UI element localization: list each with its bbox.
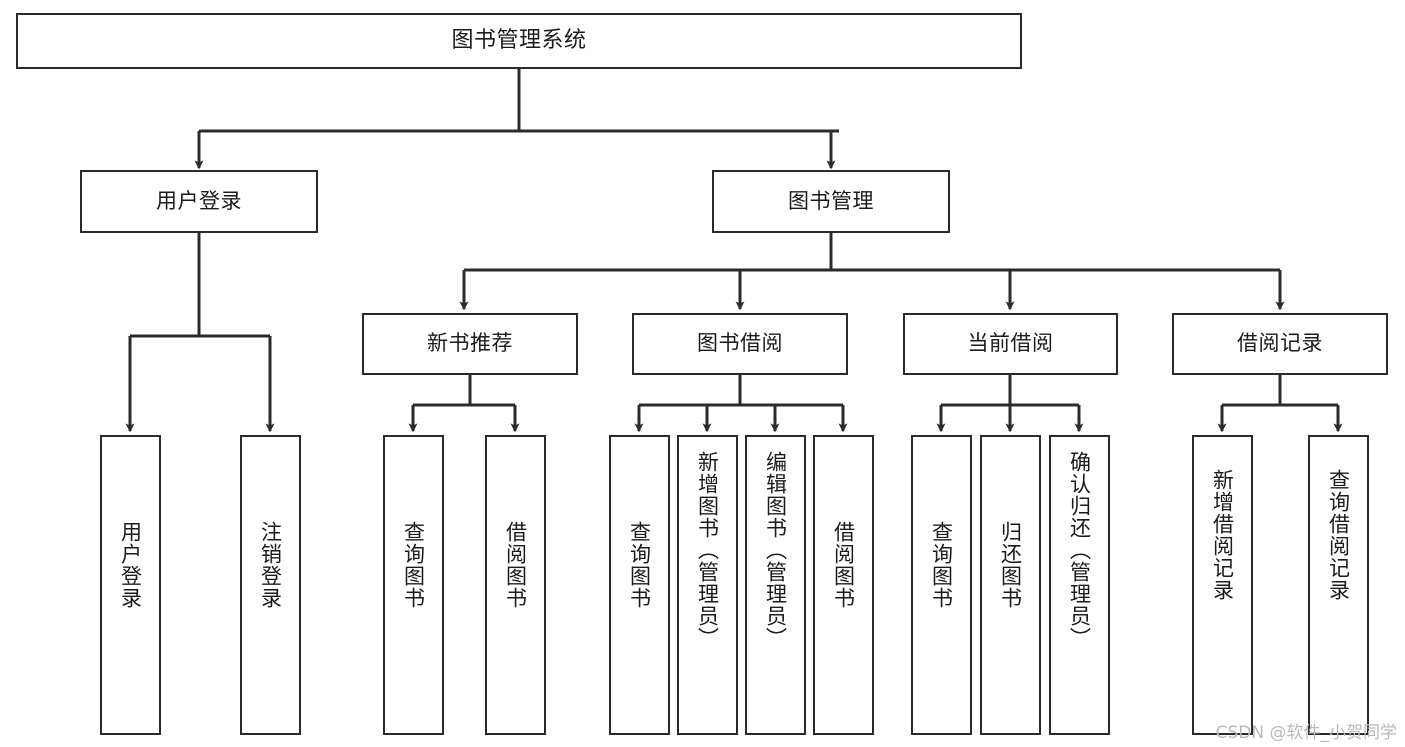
node-label: 当前借阅 [967, 331, 1054, 356]
leaf-user-login[interactable]: 用户登录 [100, 435, 161, 735]
leaf-borrow-book-recommend[interactable]: 借阅图书 [485, 435, 546, 735]
node-book-borrow[interactable]: 图书借阅 [632, 313, 848, 375]
leaf-logout-login[interactable]: 注销登录 [240, 435, 301, 735]
node-label: 图书管理系统 [451, 27, 587, 53]
node-label: 查询图书 [929, 521, 954, 609]
node-label: 借阅图书 [831, 521, 856, 609]
leaf-query-book-borrow[interactable]: 查询图书 [609, 435, 670, 735]
node-label: 借阅图书 [503, 521, 528, 609]
leaf-return-book[interactable]: 归还图书 [980, 435, 1041, 735]
leaf-borrow-book-borrow[interactable]: 借阅图书 [813, 435, 874, 735]
leaf-query-book-current[interactable]: 查询图书 [911, 435, 972, 735]
leaf-add-borrow-record[interactable]: 新增借阅记录 [1192, 435, 1253, 735]
node-label: 确认归还（管理员） [1067, 451, 1092, 649]
node-label: 新增借阅记录 [1210, 469, 1235, 601]
node-book-manage[interactable]: 图书管理 [712, 170, 950, 233]
leaf-confirm-return-admin[interactable]: 确认归还（管理员） [1049, 435, 1110, 735]
leaf-add-book-admin[interactable]: 新增图书（管理员） [677, 435, 738, 735]
node-label: 图书借阅 [697, 331, 783, 356]
node-user-login[interactable]: 用户登录 [80, 170, 318, 233]
node-current-borrow[interactable]: 当前借阅 [903, 313, 1118, 375]
node-label: 用户登录 [118, 521, 143, 609]
node-label: 借阅记录 [1237, 331, 1323, 356]
node-label: 编辑图书（管理员） [763, 451, 788, 649]
node-borrow-record[interactable]: 借阅记录 [1172, 313, 1388, 375]
node-label: 新增图书（管理员） [695, 451, 720, 649]
node-label: 查询借阅记录 [1326, 469, 1351, 601]
leaf-edit-book-admin[interactable]: 编辑图书（管理员） [745, 435, 806, 735]
node-label: 图书管理 [788, 188, 874, 213]
node-label: 用户登录 [156, 188, 242, 213]
leaf-query-book-recommend[interactable]: 查询图书 [383, 435, 444, 735]
node-label: 查询图书 [401, 521, 426, 609]
node-label: 查询图书 [627, 521, 652, 609]
node-root-book-management-system[interactable]: 图书管理系统 [16, 13, 1022, 69]
node-label: 归还图书 [998, 521, 1023, 609]
node-label: 新书推荐 [427, 331, 513, 356]
leaf-query-borrow-record[interactable]: 查询借阅记录 [1308, 435, 1369, 735]
node-label: 注销登录 [258, 521, 283, 609]
node-new-book-recommend[interactable]: 新书推荐 [362, 313, 578, 375]
